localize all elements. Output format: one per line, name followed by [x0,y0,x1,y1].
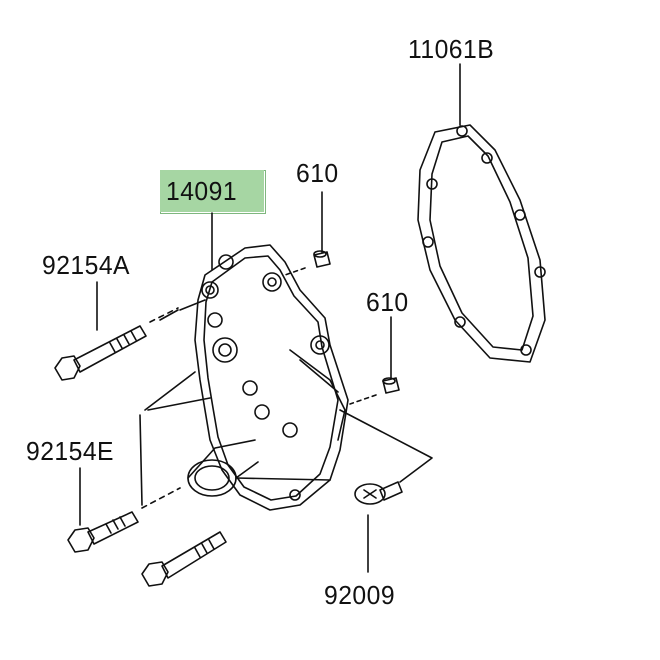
assembly-line [235,477,331,481]
gasket-part [417,124,546,363]
assembly-line [339,409,433,483]
assembly-line [144,371,196,411]
label-dowel-lower: 610 [366,287,409,317]
screw-92009 [354,481,403,505]
dowel-pin-lower [349,377,400,405]
label-screw: 92009 [324,580,396,610]
dowel-pin-upper [284,250,331,276]
assembly-line [139,414,143,506]
assembly-line [159,299,206,321]
cover-part [187,244,349,511]
bolt-92154a [54,307,179,381]
label-bolt-e: 92154E [26,436,115,466]
label-highlighted-part[interactable]: 14091 [166,176,238,206]
bolt-lower [141,531,227,587]
assembly-line [147,397,211,411]
label-bolt-a: 92154A [42,250,131,280]
bolt-92154e [67,487,181,553]
label-dowel-upper: 610 [296,158,339,188]
highlight-fill [160,170,264,212]
label-gasket: 11061B [408,34,495,64]
